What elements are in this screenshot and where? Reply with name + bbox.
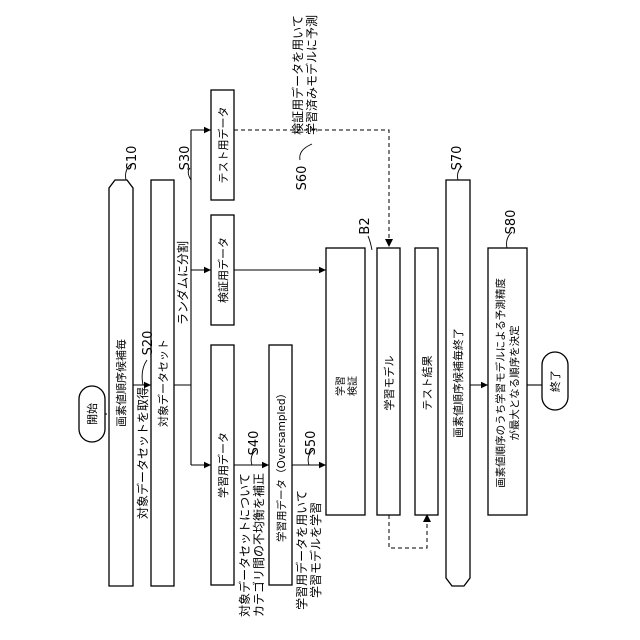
dashed-arrowhead-model: [385, 239, 393, 247]
s70-text: 画素値順序候補毎終了: [451, 328, 465, 438]
verify-text: 検証: [346, 376, 359, 396]
label-s80: S80: [504, 210, 519, 235]
s60-text-line2: 学習済みモデルに予測: [304, 15, 319, 135]
validation-data-text: 検証用データ: [216, 237, 230, 303]
s60-text-line1: 検証用データを用いて: [290, 15, 305, 135]
end-text: 終了: [548, 370, 562, 392]
dashed-model-to-result: [389, 515, 427, 548]
decision-box-s80: [488, 248, 527, 515]
label-s20: S20: [141, 331, 156, 356]
learn-text: 学習: [334, 376, 347, 396]
s30-text: ランダムに分割: [175, 241, 190, 325]
s80-text-line2: が最大となる順序を決定: [508, 325, 521, 441]
leader-s20: [142, 360, 147, 385]
start-text: 開始: [85, 403, 99, 425]
leader-b2: [368, 236, 372, 250]
label-s30: S30: [178, 146, 193, 171]
label-s10: S10: [125, 146, 140, 171]
leader-s60: [300, 144, 312, 160]
s10-text: 画素値順序候補毎: [114, 339, 128, 427]
s20-text: 対象データセットを取得: [135, 387, 150, 519]
s50-text-line2: 学習モデルを学習: [308, 502, 323, 598]
s80-text-line1: 画素値順序のうち学習モデルによる予測精度: [494, 278, 507, 488]
training-data-text: 学習用データ: [216, 432, 230, 498]
model-text: 学習モデル: [382, 356, 396, 411]
s50-text-line1: 学習用データを用いて: [294, 490, 309, 610]
test-result-text: テスト結果: [420, 356, 434, 411]
label-s70: S70: [450, 146, 465, 171]
test-data-text: テスト用データ: [216, 107, 230, 184]
oversampled-text: 学習用データ（Oversampled）: [275, 388, 288, 542]
s40-text-line1: 対象データセットについて: [237, 473, 252, 617]
label-b2: B2: [358, 217, 373, 234]
label-s60: S60: [295, 166, 310, 191]
dataset-text: 対象データセット: [156, 339, 170, 427]
s40-text-line2: カテゴリ間の不均衡を補正: [251, 473, 266, 617]
